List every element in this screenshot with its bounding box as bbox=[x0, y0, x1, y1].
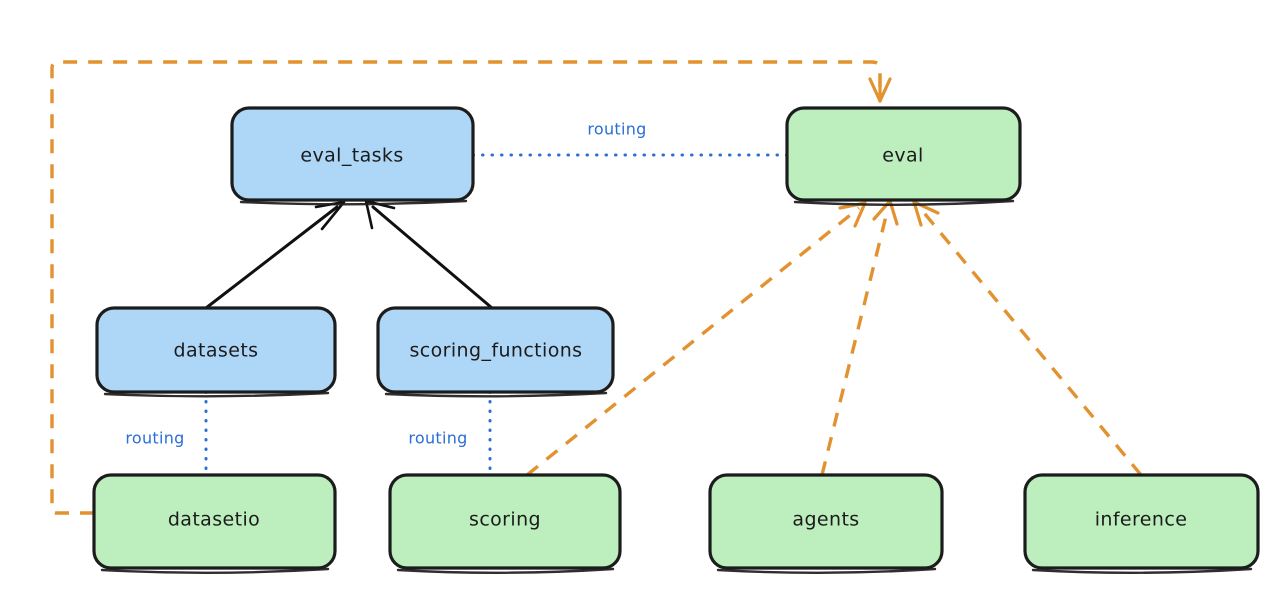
node-eval[interactable]: eval bbox=[785, 106, 1022, 206]
edge-label-routing-datasets-datasetio: routing bbox=[110, 425, 200, 451]
edge-label-text: routing bbox=[587, 120, 646, 139]
edge-label-routing-scoring_functions-scoring: routing bbox=[393, 425, 483, 451]
edge-label-text: routing bbox=[125, 429, 184, 448]
node-datasetio[interactable]: datasetio bbox=[92, 473, 337, 574]
node-label-scoring: scoring bbox=[469, 509, 541, 531]
node-label-datasets: datasets bbox=[174, 340, 259, 362]
node-datasets[interactable]: datasets bbox=[95, 306, 337, 398]
node-label-inference: inference bbox=[1095, 509, 1188, 531]
edge-datasetio-eval bbox=[50, 60, 892, 515]
node-label-scoring_functions: scoring_functions bbox=[410, 340, 583, 362]
node-label-datasetio: datasetio bbox=[168, 509, 260, 531]
node-agents[interactable]: agents bbox=[708, 473, 944, 574]
node-inference[interactable]: inference bbox=[1023, 473, 1260, 574]
node-scoring_functions[interactable]: scoring_functions bbox=[376, 306, 615, 398]
edge-label-routing-eval_tasks-eval: routing bbox=[572, 116, 662, 142]
node-label-agents: agents bbox=[792, 509, 859, 531]
edge-label-text: routing bbox=[408, 429, 467, 448]
node-eval_tasks[interactable]: eval_tasks bbox=[230, 106, 475, 206]
node-label-eval: eval bbox=[882, 145, 923, 167]
node-scoring[interactable]: scoring bbox=[388, 473, 622, 574]
node-label-eval_tasks: eval_tasks bbox=[300, 145, 403, 167]
